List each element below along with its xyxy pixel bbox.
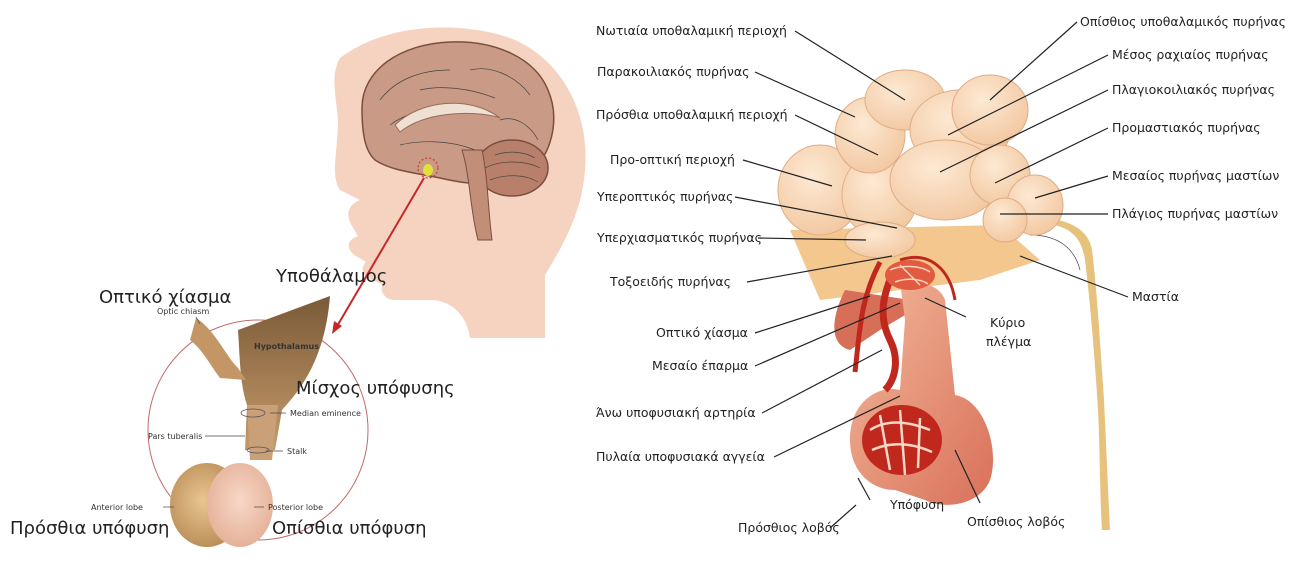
label-posterior-lobe-en: Posterior lobe <box>268 503 323 512</box>
label-anterior-lobe: Πρόσθιος λοβός <box>738 520 840 535</box>
label-paraventricular-nucleus: Παρακοιλιακός πυρήνας <box>597 64 749 79</box>
label-hypothalamus-en: Hypothalamus <box>254 342 319 351</box>
label-dorsomedial-nucleus: Μέσος ραχιαίος πυρήνας <box>1112 47 1269 62</box>
right-panel-left-labels: Νωτιαία υποθαλαμική περιοχή Παρακοιλιακό… <box>596 23 788 464</box>
label-hypophyseal-portal-vessels: Πυλαία υποφυσιακά αγγεία <box>596 449 765 464</box>
label-primary-plexus-line2: πλέγμα <box>986 334 1031 349</box>
label-posterior-hypothalamic-nucleus: Οπίσθιος υποθαλαμικός πυρήνας <box>1080 14 1286 29</box>
label-preoptic-area: Προ-οπτική περιοχή <box>610 152 735 167</box>
label-anterior-pituitary-gr: Πρόσθια υπόφυση <box>10 518 169 539</box>
label-primary-plexus-line1: Κύριο <box>990 315 1025 330</box>
pituitary-zoom-view: Optic chiasm Hypothalamus Median eminenc… <box>91 296 368 547</box>
label-medial-mammillary-nucleus: Μεσαίος πυρήνας μαστίων <box>1112 168 1279 183</box>
label-anterior-hypothalamic-area: Πρόσθια υποθαλαμική περιοχή <box>596 107 788 122</box>
label-dorsal-hypothalamic-area: Νωτιαία υποθαλαμική περιοχή <box>596 23 787 38</box>
label-stalk-en: Stalk <box>287 447 307 456</box>
right-panel-right-labels: Οπίσθιος υποθαλαμικός πυρήνας Μέσος ραχι… <box>1080 14 1286 304</box>
label-median-eminence: Μεσαίο έπαρμα <box>652 358 748 373</box>
label-suprachiasmatic-nucleus: Υπερχιασματικός πυρήνας <box>596 230 762 245</box>
label-optic-chiasm-en: Optic chiasm <box>157 307 209 316</box>
label-anterior-lobe-en: Anterior lobe <box>91 503 143 512</box>
label-posterior-pituitary-gr: Οπίσθια υπόφυση <box>272 518 427 539</box>
label-arcuate-nucleus: Τοξοειδής πυρήνας <box>609 274 731 289</box>
label-pars-tuberalis-en: Pars tuberalis <box>148 432 202 441</box>
label-optic-chiasm: Οπτικό χίασμα <box>656 325 748 340</box>
label-superior-hypophyseal-artery: Άνω υποφυσιακή αρτηρία <box>596 405 756 420</box>
label-median-eminence-en: Median eminence <box>290 409 361 418</box>
label-hypothalamus-gr: Υποθάλαμος <box>275 266 387 287</box>
label-lateral-mammillary-nucleus: Πλάγιος πυρήνας μαστίων <box>1112 206 1278 221</box>
label-posterior-lobe: Οπίσθιος λοβός <box>967 514 1065 529</box>
label-optic-chiasm-gr: Οπτικό χίασμα <box>99 287 231 308</box>
label-supraoptic-nucleus: Υπεροπτικός πυρήνας <box>596 189 733 204</box>
label-pituitary-stalk-gr: Μίσχος υπόφυσης <box>296 378 455 399</box>
label-mammillary-body: Μαστία <box>1132 289 1179 304</box>
hypothalamus-nuclei-illustration <box>778 70 1110 530</box>
label-ventrolateral-nucleus: Πλαγιοκοιλιακός πυρήνας <box>1112 82 1275 97</box>
label-pituitary: Υπόφυση <box>889 497 944 512</box>
head-illustration <box>334 28 585 338</box>
label-premammillary-nucleus: Προμαστιακός πυρήνας <box>1112 120 1261 135</box>
